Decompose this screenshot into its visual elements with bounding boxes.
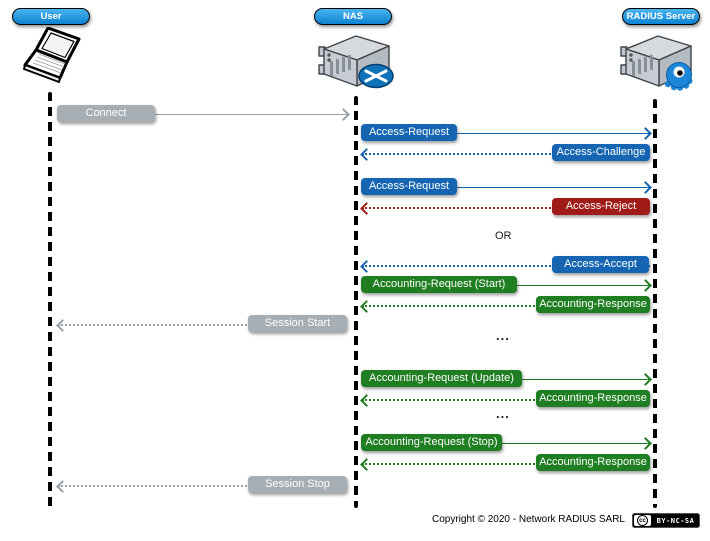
- lifeline-radius-server: [653, 99, 657, 508]
- arrow-accounting-response-2: [360, 394, 650, 407]
- arrow-accounting-response-1: [360, 300, 650, 313]
- actor-pill-user: User: [12, 8, 90, 25]
- message-label-accounting-request-start: Accounting-Request (Start): [361, 276, 517, 293]
- nas-server-icon: [316, 29, 398, 98]
- cc-license-badge: cc BY-NC-SA: [632, 513, 700, 528]
- arrow-connect: [58, 108, 350, 121]
- arrow-accounting-response-3: [360, 458, 650, 471]
- cc-license-text: BY-NC-SA: [656, 516, 695, 525]
- message-label-session-stop: Session Stop: [248, 476, 347, 493]
- message-label-accounting-request-stop: Accounting-Request (Stop): [361, 434, 502, 451]
- copyright-text: Copyright © 2020 - Network RADIUS SARL: [432, 514, 625, 525]
- arrowhead-left-icon: [360, 300, 373, 313]
- message-label-connect: Connect: [57, 105, 155, 122]
- arrowhead-left-icon: [360, 260, 373, 273]
- arrowhead-left-icon: [360, 148, 373, 161]
- ellipsis-1: ...: [496, 328, 510, 343]
- arrow-access-accept: [360, 260, 650, 273]
- message-label-access-request-1: Access-Request: [361, 124, 457, 141]
- arrowhead-left-icon: [360, 394, 373, 407]
- arrow-access-challenge: [360, 148, 650, 161]
- message-label-accounting-request-update: Accounting-Request (Update): [361, 370, 522, 387]
- arrowhead-left-icon: [360, 458, 373, 471]
- octopus-mascot: [664, 62, 693, 91]
- arrowhead-right-icon: [639, 437, 652, 450]
- message-label-access-request-2: Access-Request: [361, 178, 457, 195]
- message-label-access-challenge: Access-Challenge: [552, 144, 650, 161]
- arrowhead-left-icon: [56, 319, 69, 332]
- actor-pill-radius-server: RADIUS Server: [622, 8, 700, 25]
- arrowhead-right-icon: [639, 181, 652, 194]
- arrowhead-right-icon: [639, 279, 652, 292]
- arrowhead-right-icon: [337, 108, 350, 121]
- message-label-accounting-response-2: Accounting-Response: [536, 390, 650, 407]
- arrowhead-left-icon: [56, 480, 69, 493]
- arrow-access-reject: [360, 202, 650, 215]
- arrow-accounting-request-stop: [362, 437, 652, 450]
- lifeline-nas: [354, 96, 358, 508]
- laptop-icon: [16, 26, 86, 92]
- message-label-access-accept: Access-Accept: [552, 256, 649, 273]
- arrowhead-left-icon: [360, 202, 373, 215]
- message-label-accounting-response-3: Accounting-Response: [536, 454, 650, 471]
- arrow-access-request-1: [362, 127, 652, 140]
- message-label-accounting-response-1: Accounting-Response: [536, 296, 650, 313]
- message-label-session-start: Session Start: [248, 315, 347, 332]
- arrow-access-request-2: [362, 181, 652, 194]
- lifeline-user: [48, 92, 52, 508]
- actor-pill-nas: NAS: [314, 8, 392, 25]
- arrowhead-right-icon: [639, 127, 652, 140]
- or-label: OR: [495, 230, 512, 242]
- message-label-access-reject: Access-Reject: [552, 198, 650, 215]
- arrow-session-start: [56, 319, 347, 332]
- radius-server-icon: [618, 29, 700, 98]
- arrowhead-right-icon: [639, 373, 652, 386]
- arrow-session-stop: [56, 480, 347, 493]
- cc-logo-icon: cc: [634, 515, 651, 526]
- ellipsis-2: ...: [496, 406, 510, 421]
